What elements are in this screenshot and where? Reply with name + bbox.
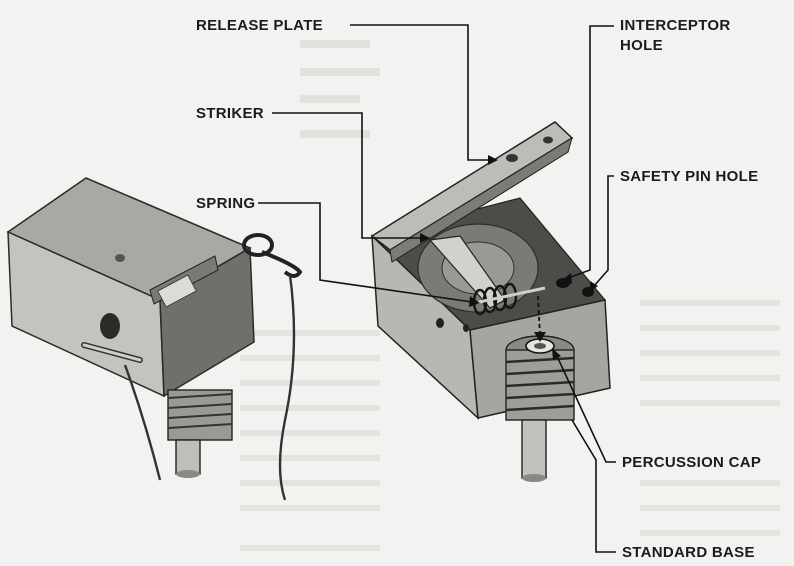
leader-interceptor-hole <box>567 25 614 279</box>
closed-device-wire <box>278 274 296 501</box>
closed-device-pull-ring <box>242 233 274 257</box>
standard-base <box>505 335 575 482</box>
label-interceptor-line2: HOLE <box>620 37 663 54</box>
closed-device-threaded-base <box>167 389 233 478</box>
leader-spring <box>258 202 473 303</box>
callout-labels: RELEASE PLATE STRIKER SPRING INTERCEPTOR… <box>196 17 761 561</box>
leader-striker <box>272 112 420 239</box>
closed-device-end-face <box>159 246 255 398</box>
leader-release-plate <box>350 24 488 161</box>
label-striker: STRIKER <box>196 105 264 122</box>
label-release-plate: RELEASE PLATE <box>196 17 323 34</box>
leader-standard-base <box>571 419 616 553</box>
leader-lines <box>258 24 616 553</box>
closed-firing-device <box>6 177 303 501</box>
label-safety-pin-hole: SAFETY PIN HOLE <box>620 168 758 185</box>
label-spring: SPRING <box>196 195 255 212</box>
label-interceptor-line1: INTERCEPTOR <box>620 17 731 34</box>
label-standard-base: STANDARD BASE <box>622 544 755 561</box>
open-firing-device <box>370 121 611 482</box>
closed-device-hole <box>100 313 120 339</box>
label-percussion-cap: PERCUSSION CAP <box>622 454 761 471</box>
leader-percussion-cap <box>555 353 616 463</box>
background-page-texture <box>240 40 780 551</box>
spring <box>469 282 546 316</box>
leader-safety-pin-hole <box>593 175 614 287</box>
